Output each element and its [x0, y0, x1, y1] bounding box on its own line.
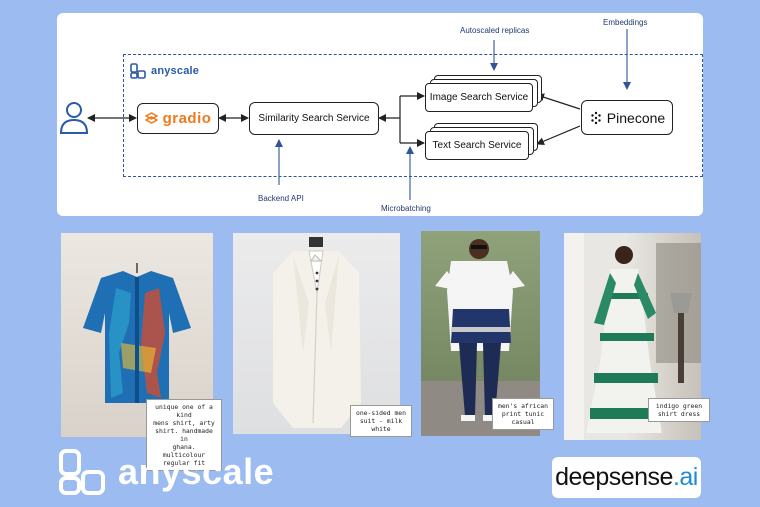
deepsense-logo: deepsense.ai: [552, 457, 701, 498]
gradio-label: gradio: [162, 110, 212, 127]
shirt-illustration: [83, 263, 191, 403]
pinecone-logo-icon: [591, 111, 601, 124]
deepsense-prefix: deepsense: [555, 463, 673, 491]
text-search-label: Text Search Service: [432, 140, 522, 151]
anyscale-cluster-label: anyscale: [130, 63, 199, 79]
suit-illustration: [273, 237, 361, 428]
deepsense-suffix: .ai: [672, 463, 698, 491]
note-backend-api: Backend API: [258, 194, 304, 203]
anyscale-footer-logo: anyscale: [58, 448, 274, 496]
note-microbatching: Microbatching: [381, 204, 431, 213]
image-search-label: Image Search Service: [429, 92, 529, 103]
product-photo-dress: [564, 233, 701, 440]
product-caption-shirt: unique one of a kind mens shirt, arty sh…: [146, 399, 222, 471]
note-autoscaled-replicas: Autoscaled replicas: [460, 26, 530, 35]
user-icon: [59, 102, 89, 134]
similarity-search-label: Similarity Search Service: [258, 113, 370, 124]
diagram-arrows: [87, 29, 631, 200]
gradio-logo-icon: [144, 112, 158, 124]
edge-pinecone-image: [536, 93, 581, 110]
pinecone-node: Pinecone: [581, 100, 673, 135]
product-caption-tunic: men's african print tunic casual: [492, 398, 554, 430]
gradio-node: gradio: [137, 103, 219, 134]
note-embeddings: Embeddings: [603, 18, 648, 27]
anyscale-logo-icon: [59, 449, 105, 495]
product-photo-suit: [233, 233, 400, 434]
tunic-illustration: [421, 239, 540, 436]
edge-pinecone-text: [536, 125, 581, 145]
text-search-node: Text Search Service: [425, 131, 529, 160]
architecture-panel: anyscale: [57, 13, 703, 216]
similarity-search-node: Similarity Search Service: [249, 102, 379, 135]
product-caption-suit: one-sided men suit - milk white: [350, 405, 412, 437]
pinecone-label: Pinecone: [606, 109, 666, 126]
image-search-node: Image Search Service: [425, 83, 533, 112]
anyscale-logo-icon: [130, 63, 146, 79]
anyscale-label: anyscale: [151, 65, 200, 77]
product-caption-dress: indigo green shirt dress: [648, 398, 710, 422]
anyscale-footer-label: anyscale: [118, 451, 275, 492]
dress-illustration: [564, 233, 701, 440]
